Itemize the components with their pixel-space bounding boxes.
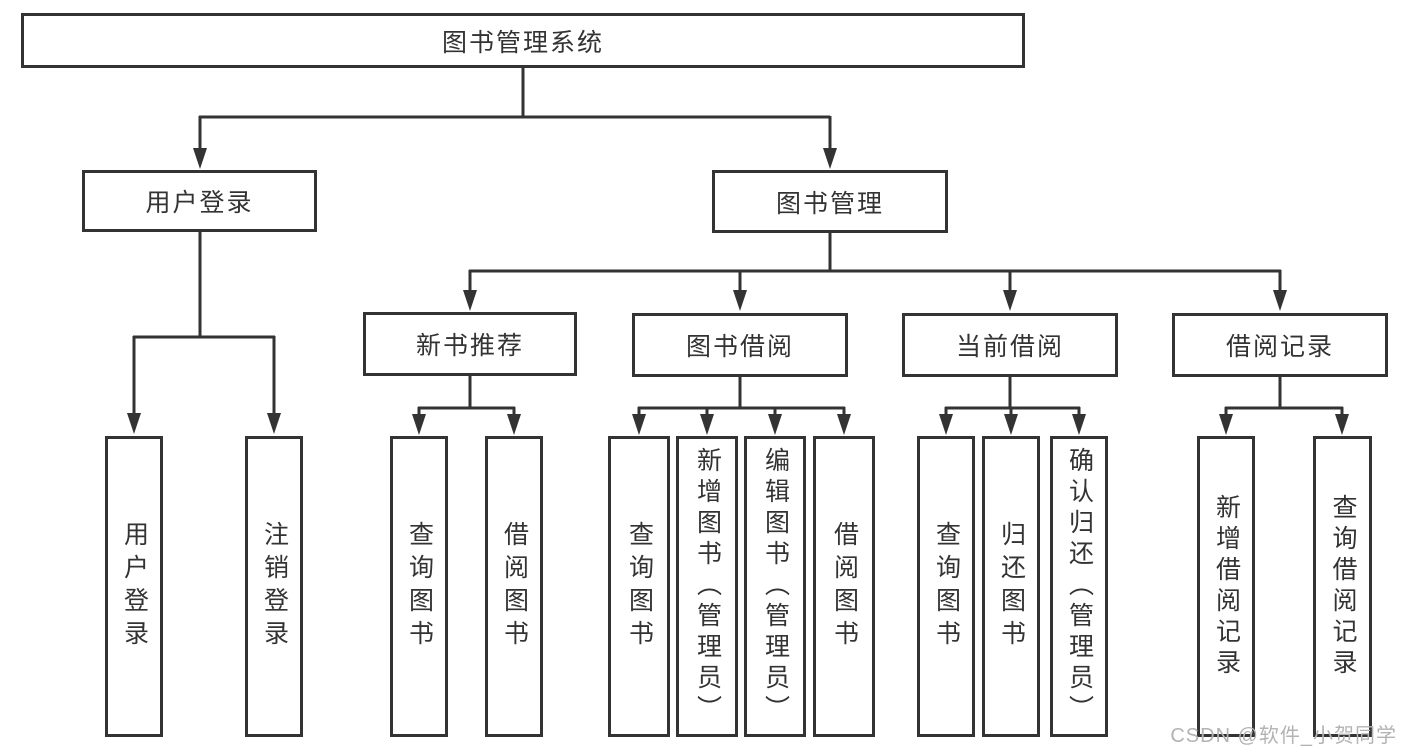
leaf-confirm-return-admin: 确认归还（管理员） [1050,436,1108,737]
node-book-borrow-label: 图书借阅 [685,333,794,361]
node-current-borrow-label: 当前借阅 [955,333,1064,361]
leaf-query-books-2: 查询图书 [608,436,670,737]
node-book-management: 图书管理 [712,170,948,233]
node-user-login-label: 用户登录 [145,189,254,217]
leaf-query-books-1: 查询图书 [390,436,448,737]
watermark: CSDN @软件_小贺同学 [1170,725,1397,747]
leaf-borrow-books-1: 借阅图书 [485,436,543,737]
node-root: 图书管理系统 [21,13,1025,68]
leaf-add-borrow-record: 新增借阅记录 [1197,436,1255,737]
node-user-login: 用户登录 [82,170,317,232]
leaf-logout: 注销登录 [245,436,303,737]
leaf-user-login: 用户登录 [105,436,163,737]
node-book-management-label: 图书管理 [775,189,884,218]
leaf-edit-book-admin: 编辑图书（管理员） [744,436,806,737]
leaf-add-book-admin: 新增图书（管理员） [676,436,738,737]
leaf-query-books-3: 查询图书 [917,436,975,737]
node-borrow-records: 借阅记录 [1172,313,1388,377]
leaf-borrow-books-2: 借阅图书 [813,436,875,737]
node-book-borrow: 图书借阅 [632,313,848,377]
node-borrow-records-label: 借阅记录 [1225,333,1334,361]
node-current-borrow: 当前借阅 [902,313,1118,377]
node-new-book-recommend: 新书推荐 [363,312,577,376]
node-root-label: 图书管理系统 [441,28,604,57]
leaf-return-books: 归还图书 [982,436,1040,737]
node-new-book-recommend-label: 新书推荐 [415,332,524,360]
leaf-query-borrow-record: 查询借阅记录 [1313,436,1372,737]
